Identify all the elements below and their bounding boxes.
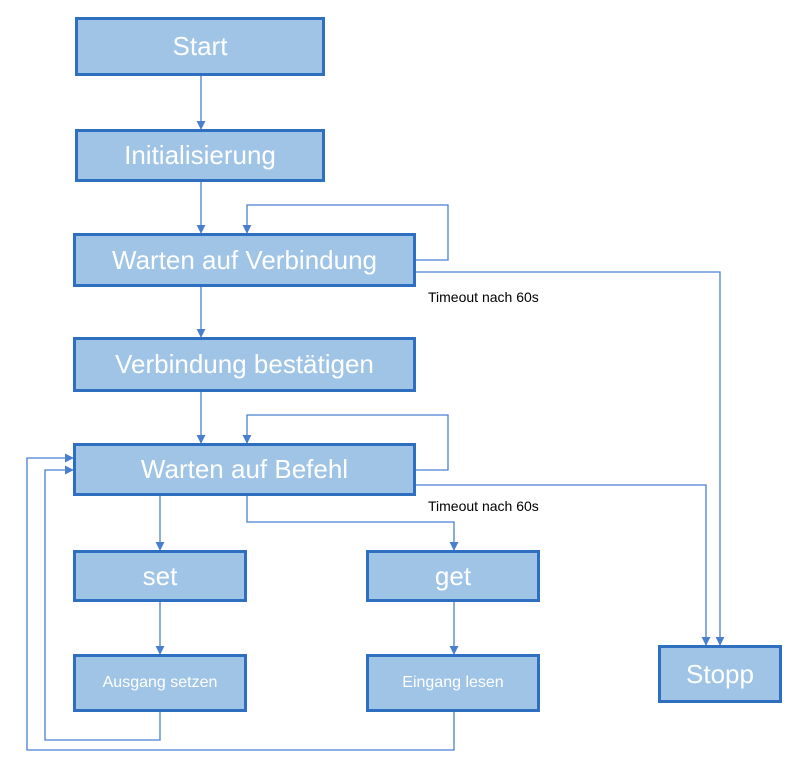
node-start: Start <box>75 17 325 76</box>
arrow-wait-command-to-get <box>246 496 459 551</box>
label-timeout-connection: Timeout nach 60s <box>428 289 539 305</box>
loop-wait-command <box>242 414 449 471</box>
arrow-wait-connection-timeout-to-stop <box>416 271 725 646</box>
node-confirm-connection: Verbindung bestätigen <box>73 337 416 392</box>
node-set-output: Ausgang setzen <box>73 654 247 712</box>
loop-wait-connection <box>242 204 449 261</box>
node-get: get <box>366 550 540 602</box>
node-stop: Stopp <box>658 645 782 703</box>
arrow-set-output-return <box>44 465 161 741</box>
node-wait-connection: Warten auf Verbindung <box>73 233 416 287</box>
label-timeout-command: Timeout nach 60s <box>428 498 539 514</box>
node-init: Initialisierung <box>75 129 325 182</box>
node-read-input: Eingang lesen <box>366 654 540 712</box>
arrow-wait-command-timeout-to-stop <box>416 484 711 646</box>
node-wait-command: Warten auf Befehl <box>73 443 416 496</box>
arrow-read-input-return <box>26 453 455 751</box>
node-set: set <box>73 550 247 602</box>
